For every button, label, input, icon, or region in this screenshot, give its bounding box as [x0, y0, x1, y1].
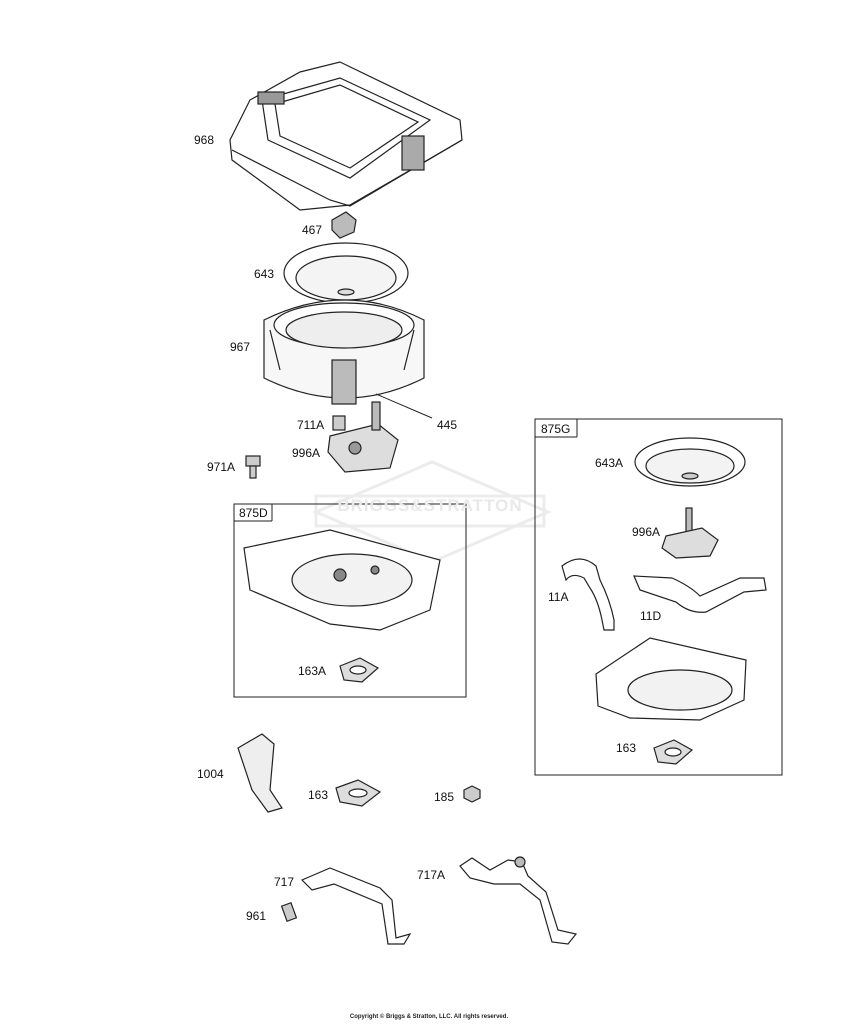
callout-11A: 11A — [548, 590, 569, 604]
callout-996A: 996A — [292, 446, 321, 460]
callout-643A: 643A — [595, 456, 624, 470]
kit-875G-box — [534, 418, 783, 776]
part-163A-gasket — [339, 657, 380, 683]
part-996A-plate-kit — [661, 507, 719, 559]
callout-11D: 11D — [640, 609, 662, 623]
callout-971A: 971A — [207, 460, 236, 474]
part-961-screw — [280, 902, 298, 922]
part-875G-base — [595, 637, 747, 721]
leader-445 — [375, 393, 433, 419]
part-11A-hose — [561, 558, 615, 631]
callout-643: 643 — [254, 267, 275, 281]
callout-967: 967 — [230, 340, 251, 354]
callout-1004: 1004 — [197, 767, 224, 781]
part-996A-base-plate — [327, 401, 399, 473]
callout-163-kit: 163 — [616, 741, 637, 755]
part-967-precleaner — [263, 299, 425, 405]
kit-label-875D: 875D — [239, 506, 268, 520]
callout-163A: 163A — [298, 664, 327, 678]
callout-163: 163 — [308, 788, 329, 802]
part-643A-disk — [634, 437, 746, 487]
part-467-knob — [331, 211, 357, 239]
callout-717A: 717A — [417, 868, 446, 882]
part-717-bracket — [300, 867, 412, 945]
callout-717: 717 — [274, 875, 295, 889]
part-643-filter-disk — [283, 242, 409, 304]
part-163-gasket — [335, 779, 382, 807]
part-971A-screw — [245, 455, 261, 479]
callout-185: 185 — [434, 790, 455, 804]
part-717A-bracket — [459, 856, 578, 945]
part-185-nut — [463, 785, 481, 803]
callout-711A: 711A — [297, 418, 325, 432]
callout-968: 968 — [194, 133, 215, 147]
part-11D-hose — [633, 575, 767, 613]
callout-961: 961 — [246, 909, 267, 923]
kit-label-875G: 875G — [541, 422, 571, 436]
callout-467: 467 — [302, 223, 323, 237]
callout-445: 445 — [437, 418, 458, 432]
copyright-notice: Copyright © Briggs & Stratton, LLC. All … — [349, 1014, 509, 1020]
part-163-gasket-kit — [653, 739, 694, 765]
kit-875D-box — [233, 503, 467, 698]
watermark-text: BRIGGS&STRATTON — [337, 496, 523, 515]
callout-996A-kit: 996A — [632, 525, 661, 539]
part-1004-duct — [237, 733, 283, 813]
part-968-cover — [229, 61, 463, 211]
part-875D-base — [243, 529, 441, 631]
